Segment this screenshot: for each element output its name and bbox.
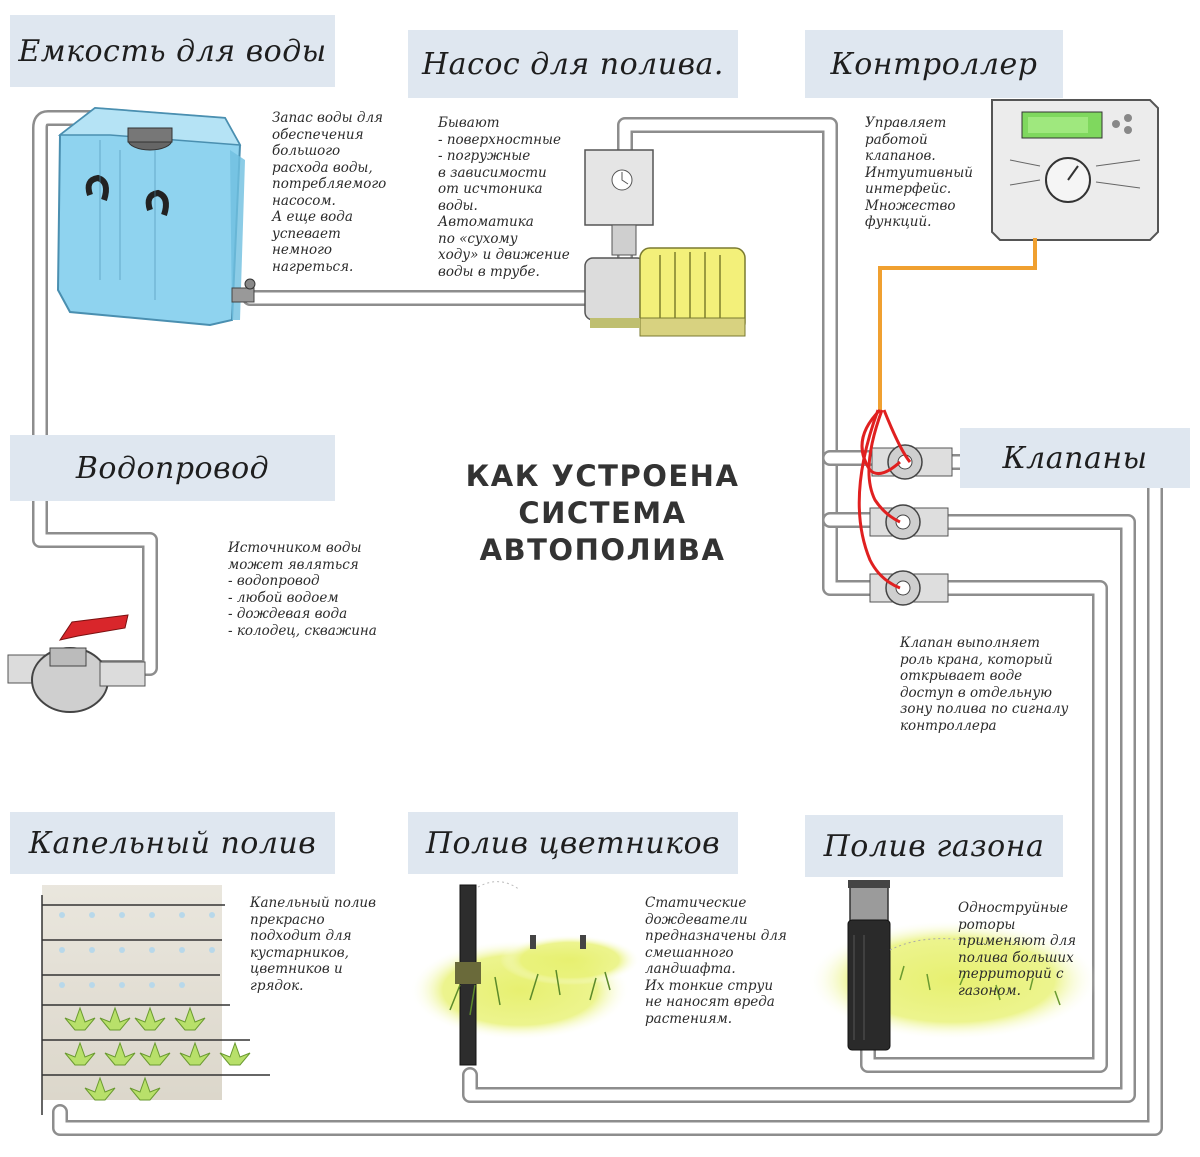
water-tank — [56, 106, 256, 327]
note-line: контроллера — [900, 717, 997, 734]
note-line: Запас воды для — [272, 110, 383, 126]
note-line: полива больших — [958, 949, 1074, 966]
note-line: смешанного — [645, 944, 734, 961]
note-line: не наносят вреда — [645, 994, 775, 1010]
note-line: большого — [272, 143, 341, 159]
note-line: А еще вода — [272, 209, 353, 225]
note-line: в зависимости — [438, 164, 547, 181]
label-lawn: Полив газона — [805, 815, 1063, 877]
controller-device — [991, 99, 1159, 241]
note-line: по «сухому — [438, 230, 518, 247]
label-valves: Клапаны — [960, 428, 1190, 488]
note-line: Бывают — [438, 115, 500, 131]
note-line: дождеватели — [645, 911, 748, 928]
note-controller: Управляет работой клапанов. Интуитивный … — [865, 115, 973, 231]
pump — [584, 149, 746, 337]
note-line: нагреться. — [272, 258, 354, 275]
note-line: потребляемого — [272, 176, 387, 192]
note-line: подходит для — [250, 928, 352, 944]
note-line: успевает — [272, 225, 341, 242]
note-line: воды в трубе. — [438, 263, 540, 280]
faucet-handle — [58, 614, 129, 641]
note-line: растениям. — [645, 1010, 733, 1027]
label-drip: Капельный полив — [10, 812, 335, 874]
note-line: применяют для — [958, 933, 1077, 949]
note-line: - погружные — [438, 148, 531, 164]
note-line: Капельный полив — [250, 895, 376, 911]
label-pump: Насос для полива. — [408, 30, 738, 98]
note-line: Управляет — [865, 115, 947, 131]
note-line: может являться — [228, 556, 359, 573]
note-line: цветников и — [250, 961, 343, 977]
flowerbed-sprinklers — [410, 881, 640, 1066]
note-pump: Бывают - поверхностные - погружные в зав… — [438, 115, 570, 280]
note-line: Одноструйные — [958, 900, 1069, 916]
note-line: функций. — [865, 214, 932, 230]
note-line: ходу» и движение — [438, 247, 570, 263]
label-tank: Емкость для воды — [10, 15, 335, 87]
valve-1 — [871, 444, 953, 480]
note-line: прекрасно — [250, 911, 325, 928]
note-line: Автоматика — [438, 214, 534, 230]
note-line: от исчтоника — [438, 181, 543, 197]
note-line: расхода воды, — [272, 159, 373, 176]
note-line: насосом. — [272, 192, 336, 209]
note-line: кустарников, — [250, 944, 349, 961]
note-line: роль крана, который — [900, 651, 1053, 668]
lawn-rotor — [808, 880, 1098, 1051]
valve-2 — [869, 504, 949, 540]
note-line: работой — [865, 131, 928, 148]
label-flowerbeds: Полив цветников — [408, 812, 738, 874]
note-line: Статические — [645, 895, 747, 911]
note-line: открывает воде — [900, 668, 1023, 684]
note-line: грядок. — [250, 977, 304, 994]
note-valves: Клапан выполняет роль крана, который отк… — [900, 635, 1068, 734]
rotor-head — [849, 884, 889, 922]
note-line: - колодец, скважина — [228, 622, 377, 639]
note-line: ландшафта. — [645, 961, 736, 977]
tank-tap-icon — [244, 278, 256, 290]
note-line: территорий с — [958, 966, 1064, 982]
note-line: - поверхностные — [438, 131, 562, 148]
note-lawn: Одноструйные роторы применяют для полива… — [958, 900, 1076, 999]
valve-manifold — [857, 408, 953, 606]
note-line: газоном. — [958, 982, 1021, 999]
note-line: Клапан выполняет — [900, 635, 1040, 651]
controller-cable — [878, 238, 1037, 410]
label-water-supply: Водопровод — [10, 435, 335, 501]
valve-wires — [857, 408, 912, 590]
note-flowerbeds: Статические дождеватели предназначены дл… — [645, 895, 787, 1027]
note-line: Интуитивный — [865, 164, 973, 181]
note-tank: Запас воды для обеспечения большого расх… — [272, 110, 386, 275]
note-line: зону полива по сигналу — [900, 701, 1069, 717]
water-supply-faucet — [7, 614, 146, 713]
note-line: роторы — [958, 916, 1016, 933]
note-line: обеспечения — [272, 126, 364, 143]
note-line: интерфейс. — [865, 181, 952, 197]
note-line: доступ в отдельную — [900, 684, 1053, 701]
note-line: - дождевая вода — [228, 606, 348, 622]
note-line: Множество — [865, 197, 956, 214]
note-line: - любой водоем — [228, 589, 339, 606]
note-line: - водопровод — [228, 573, 320, 589]
note-line: Источником воды — [228, 540, 362, 556]
note-line: предназначены для — [645, 928, 787, 944]
title-line: АВТОПОЛИВА — [479, 533, 726, 567]
diagram-title: КАК УСТРОЕНА СИСТЕМА АВТОПОЛИВА — [430, 458, 775, 569]
title-line: КАК УСТРОЕНА — [465, 459, 740, 493]
label-controller: Контроллер — [805, 30, 1063, 98]
note-line: воды. — [438, 197, 478, 214]
note-line: Их тонкие струи — [645, 977, 774, 994]
note-line: клапанов. — [865, 148, 936, 164]
drip-irrigation-bed — [41, 885, 270, 1115]
note-water-supply: Источником воды может являться - водопро… — [228, 540, 377, 639]
note-drip: Капельный полив прекрасно подходит для к… — [250, 895, 376, 994]
note-line: немного — [272, 242, 333, 258]
title-line: СИСТЕМА — [518, 496, 687, 530]
